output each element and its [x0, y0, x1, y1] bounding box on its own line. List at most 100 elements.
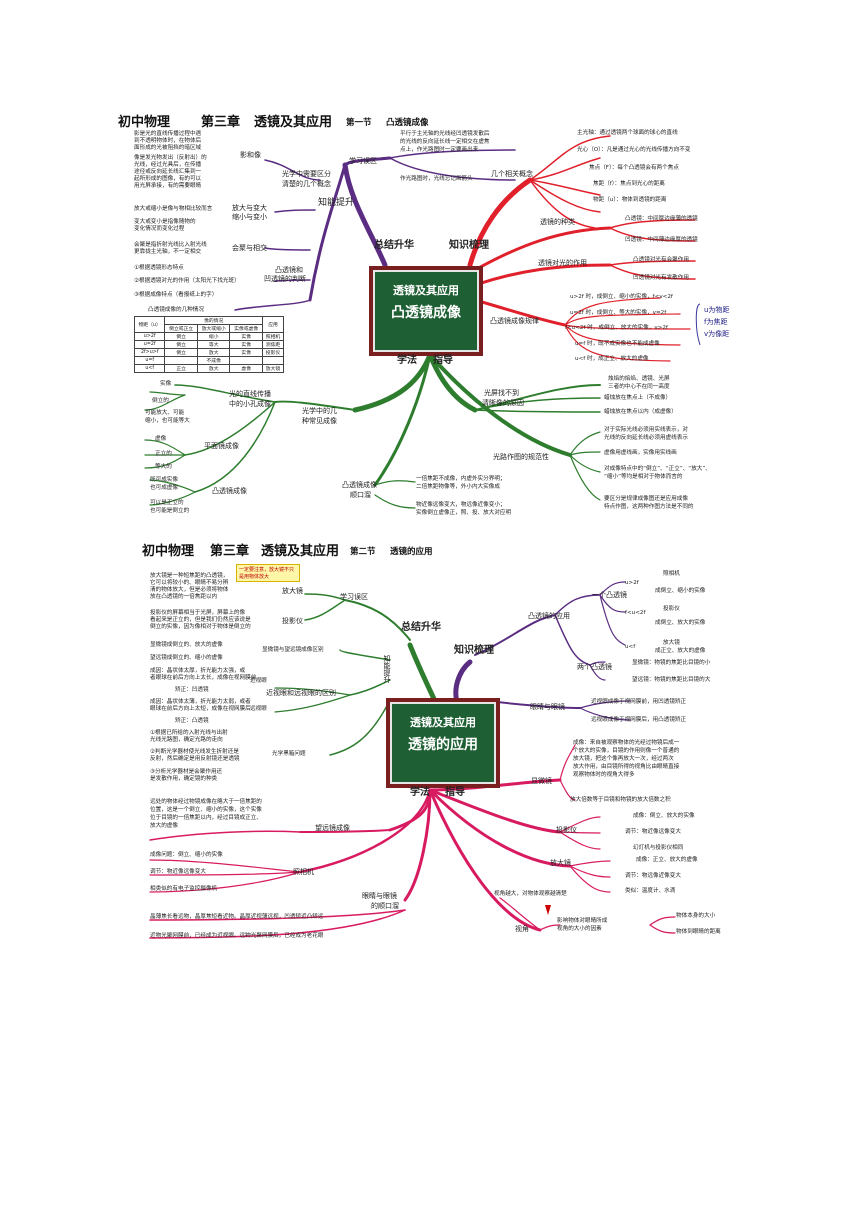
- note-text: 眼球在前后方向上太短，成像在视网膜后: [150, 706, 251, 712]
- map1-section-title: 凸透镜成像: [386, 118, 429, 128]
- note-text: ②判断光学器材使光线发生折射还是: [150, 749, 239, 755]
- note-text: 成像问题：倒立、缩小的实像: [150, 852, 223, 858]
- note-text: 起所形成的图像，有的可以: [134, 176, 202, 182]
- map1-mistake-text: 平行于主光轴的光线经凹透镜发散后: [400, 131, 490, 137]
- note-text: 蜡烛放在焦点上（不成像）: [604, 395, 672, 401]
- screen-node: 光屏找不到: [484, 389, 519, 397]
- note-text: 虚像用虚线画，实像用实线画: [604, 450, 677, 456]
- note-text: 变大或变小是指像随物的: [134, 219, 196, 225]
- note-text: 既可成实像: [150, 477, 178, 483]
- table-cell: 放大: [196, 364, 231, 373]
- map2-chapter: 第三章: [210, 544, 250, 559]
- blackbox-node: 光学黑箱问题: [272, 751, 306, 757]
- rhyme-node: 凸透镜成像: [342, 481, 377, 489]
- map1-section: 第一节: [346, 118, 372, 128]
- table-header: 物距（u）: [133, 316, 166, 333]
- map1-center-line2: 凸透镜成像: [391, 305, 461, 321]
- map1-branch-mistakes: 学习误区: [349, 157, 377, 165]
- table-cell: 照相机: [262, 332, 284, 341]
- concept-item: 光心（O）：凡是通过光心的光线传播方向不变: [577, 147, 691, 153]
- table-subheader: 倒立或正立: [164, 324, 198, 333]
- map2-branch-guide: 指导: [445, 787, 465, 798]
- note-text: 途径或反向延长线汇集到一: [134, 169, 202, 175]
- warning-note: 一定要注意，放大镜不只是用物体放大: [236, 564, 300, 582]
- note-text: 远处的物体经过物镜成像在略大于一倍焦距的: [150, 799, 262, 805]
- note-text: 二倍焦距物像等，外小内大实像成: [416, 484, 500, 490]
- note-text: 近物光聚网膜前，已经成为近视眼。远物光聚网膜后，已经成为老花眼: [150, 933, 324, 939]
- table-cell: 测焦距: [262, 340, 284, 349]
- map1-branch-improve: 知能提升: [318, 198, 355, 208]
- common-imaging-node: 光学中的几: [302, 407, 337, 415]
- note-text: 用光屏承接，有的需要眼睛: [134, 183, 202, 189]
- scope-diff-node: 显微镜与望远镜成像区别: [262, 647, 324, 653]
- table-cell: u>2f: [133, 332, 166, 341]
- table-cell: 正立: [164, 364, 198, 373]
- lens-effect-node: 透镜对光的作用: [538, 259, 587, 267]
- concepts-node: 几个相关概念: [491, 170, 533, 178]
- note-text: “缩小”等均是相对于物体而言的: [604, 474, 683, 480]
- mirror-node: 平面镜成像: [204, 442, 239, 450]
- visual-angle-node: 视角: [515, 925, 529, 933]
- concept-item: 物距（u）：物体到透镜的距离: [593, 197, 667, 203]
- far-sight-node: 远视眼: [250, 706, 267, 712]
- concept-item: 焦点（F）：每个凸透镜会有两个焦点: [589, 165, 679, 171]
- table-row: u=f 不成像: [133, 356, 284, 365]
- convex-apps-node: 凸透镜的应用: [528, 612, 570, 620]
- note-text: 可能放大、可能: [145, 410, 185, 416]
- note-text: 放大或缩小是像与物相比较而言: [134, 206, 213, 212]
- note-text: 影响物体对眼睛所成: [557, 918, 608, 924]
- note-text: 对于实际光线必须用实线表示，对: [604, 427, 688, 433]
- note-text: 幻灯机与投影仪相同: [633, 845, 684, 851]
- screen-node: 清晰像的原因: [482, 399, 524, 407]
- eye-diff-node: 近视眼和远视眼的区别: [266, 689, 336, 697]
- condition-item: f<u<2f: [625, 610, 646, 616]
- note-text: 清的物体放大，但是必须将物体: [150, 587, 229, 593]
- note-text: 它可以将较小的、眼睛不易分辨: [150, 580, 229, 586]
- map1-branch-guide: 指导: [433, 355, 453, 366]
- note-text: ②根据透镜对光的作用（太阳光下找光斑）: [134, 278, 240, 284]
- note-text: 望远镜成倒立的、缩小的虚像: [150, 655, 223, 661]
- note-text: 成因：晶状体太厚，折光能力太强，或: [150, 668, 246, 674]
- note-text: 像是发光物发出（反射出）的: [134, 155, 207, 161]
- note-text: 缩小，也可能等大: [145, 418, 190, 424]
- note-text: 成像：正立、放大的虚像: [636, 857, 698, 863]
- table-cell: 等大: [196, 340, 231, 349]
- note-text: 放在凸透镜的一倍焦距以内: [150, 594, 218, 600]
- note-text: 等大的: [155, 464, 172, 470]
- note-text: 倒立的: [152, 398, 169, 404]
- note-text: 正立的: [155, 451, 172, 457]
- note-text: ①根据已所给的入射光线与出射: [150, 730, 228, 736]
- table-cell: 虚像: [229, 364, 263, 373]
- pinhole-node: 中的小孔成像: [229, 400, 271, 408]
- concepts-title: 光学中需要区分: [282, 170, 331, 178]
- note-text: 类似：温度计、水滴: [625, 888, 676, 894]
- note-text: 放大镜是一种短焦距的凸透镜，: [150, 573, 229, 579]
- map1-unit: 透镜及其应用: [254, 115, 333, 130]
- map2-center-line2: 透镜的应用: [408, 737, 478, 753]
- table-cell: u<f: [133, 364, 166, 373]
- mistake-magnifier-node: 放大镜: [282, 587, 303, 595]
- table-cell: 倒立: [164, 332, 198, 341]
- note-text: 者眼球在前后方向上太长，成像在视网膜前: [150, 675, 257, 681]
- mistake-projector-node: 投影仪: [282, 617, 303, 625]
- judge-label: 凸透镜和: [275, 266, 303, 274]
- note-text: 对成像特点中的“倒立”、“正立”、“放大”、: [604, 466, 711, 472]
- note-text: 矫正：凸透镜: [175, 718, 209, 724]
- table-cell: 倒立: [164, 340, 198, 349]
- map2-section: 第二节: [350, 547, 376, 557]
- table-cell: 放大镜: [262, 364, 284, 373]
- judge-label: 凹透镜的判断: [264, 275, 306, 283]
- map2-center-node: 透镜及其应用 透镜的应用: [386, 698, 500, 788]
- pinhole-node: 光的直线传播: [229, 390, 271, 398]
- concept-item: 主光轴：通过透镜两个球面的球心的直线: [577, 130, 678, 136]
- note-text: 是发散作用，确定镜的种类: [150, 776, 218, 782]
- note-text: 显微镜成倒立的、放大的虚像: [150, 642, 223, 648]
- lens-effect-item: 凹透镜对光有发散作用: [633, 275, 689, 281]
- note-text: 虚像: [155, 436, 167, 442]
- note-text: 可以是正立的: [150, 500, 184, 506]
- camera-node: 照相机: [293, 868, 314, 876]
- map1-branch-summary: 总结升华: [374, 240, 414, 251]
- imaging-rules-node: 凸透镜成像规律: [490, 317, 539, 325]
- map2-center-line1: 透镜及其应用: [410, 716, 476, 729]
- rule-item: u>2f 时，成倒立、缩小的实像，f<v<2f: [570, 294, 673, 300]
